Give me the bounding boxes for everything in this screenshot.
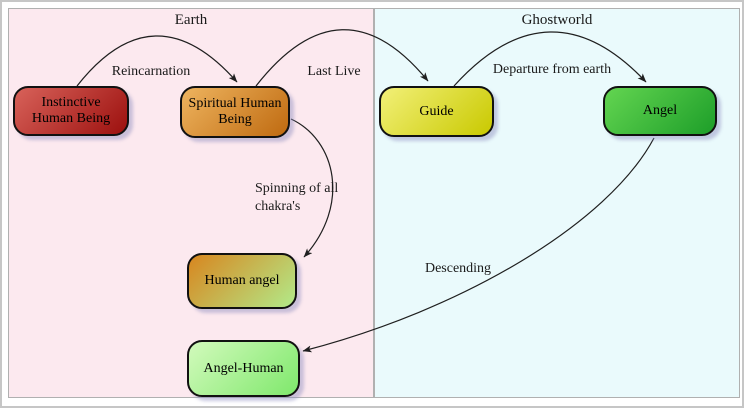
node-spiritual-human-being: Spiritual Human Being — [180, 86, 290, 138]
node-angel-human: Angel-Human — [187, 340, 300, 397]
edge-label-last-live: Last Live — [307, 64, 361, 79]
panel-ghostworld-title: Ghostworld — [521, 12, 593, 28]
node-instinctive-human-being: Instinctive Human Being — [13, 86, 129, 136]
panel-earth-title: Earth — [174, 12, 208, 28]
edge-label-spinning-of-all-chakras: Spinning of all chakra's — [255, 181, 339, 215]
node-human-angel: Human angel — [187, 253, 297, 309]
node-guide: Guide — [379, 86, 494, 137]
edge-label-reincarnation: Reincarnation — [111, 64, 191, 79]
node-angel: Angel — [603, 86, 717, 136]
edge-label-departure-from-earth: Departure from earth — [492, 62, 612, 77]
edge-label-descending: Descending — [424, 261, 492, 276]
